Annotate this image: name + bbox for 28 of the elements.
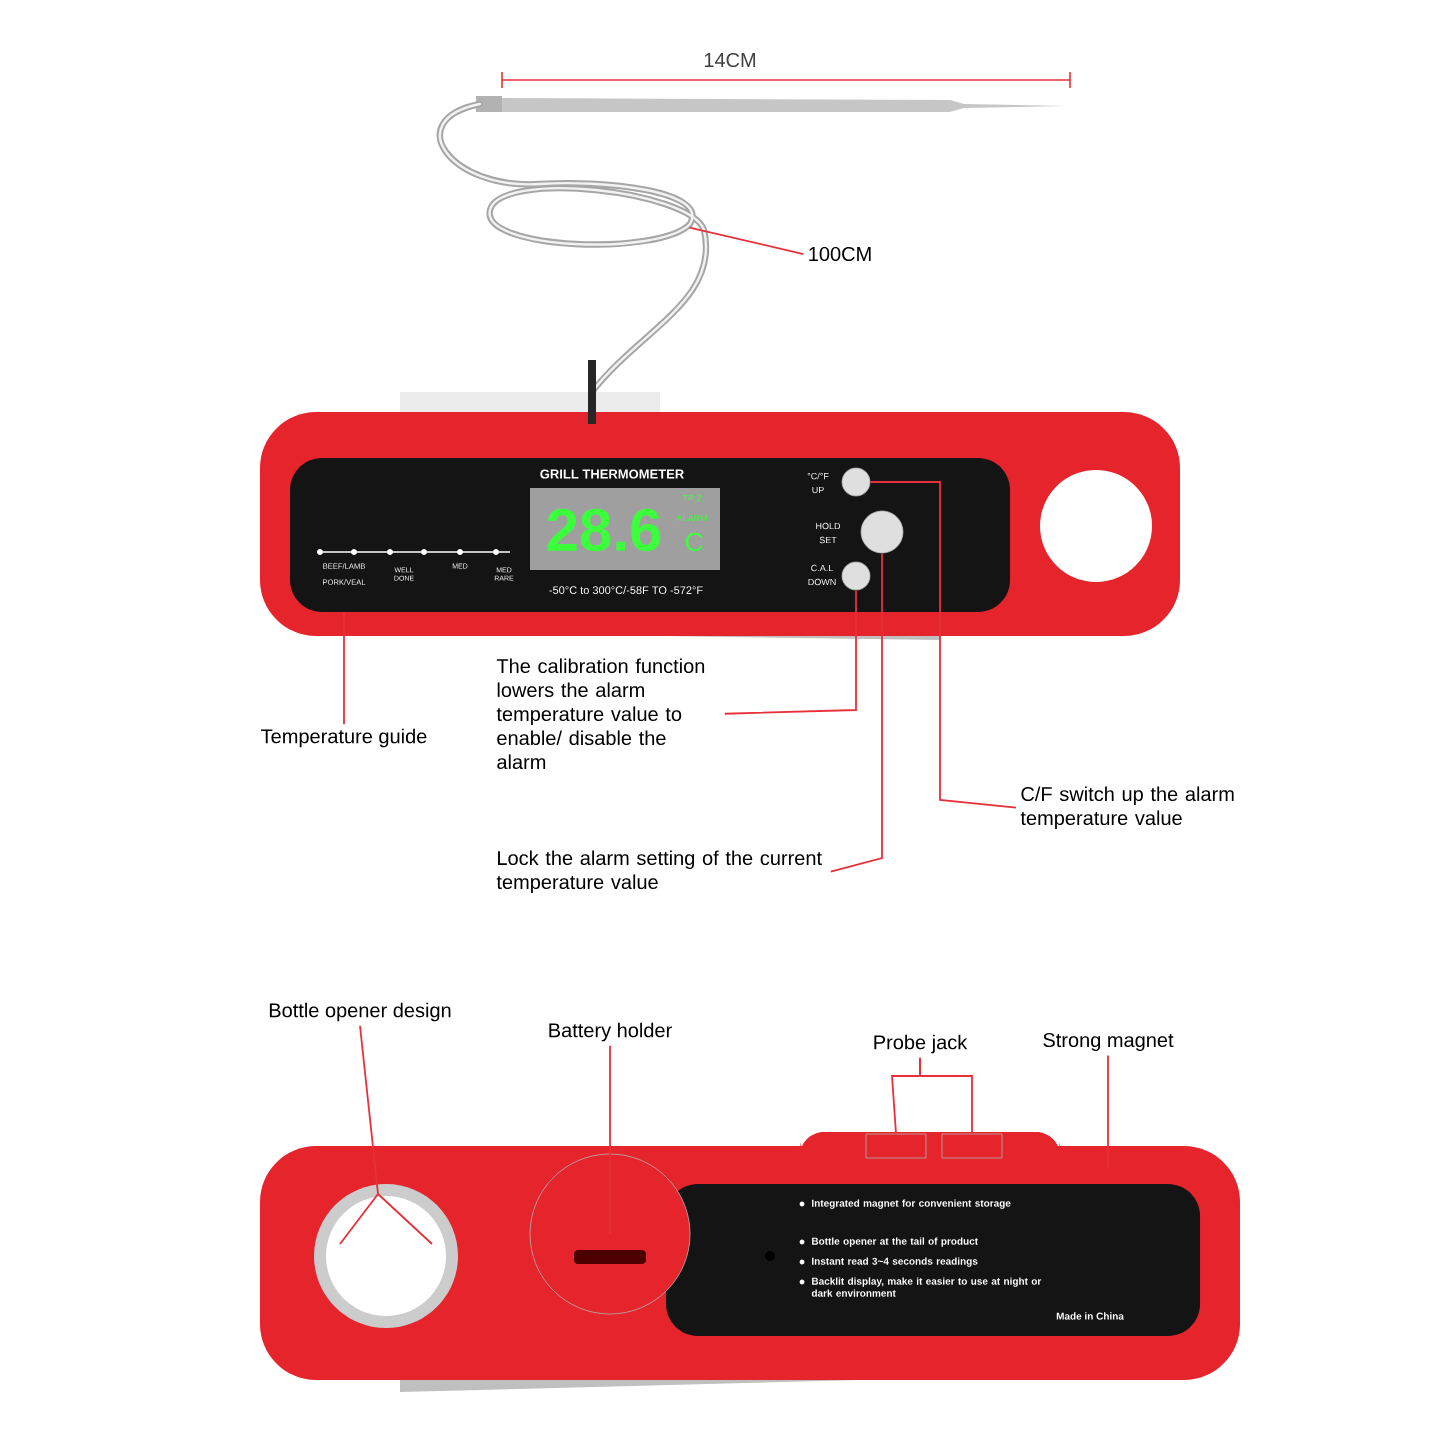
callout-text: Bottle opener design xyxy=(269,1002,451,1022)
dimension-label: 100CM xyxy=(809,246,871,262)
dimension-label: 14CM xyxy=(704,52,756,68)
leader-line xyxy=(1107,1054,1109,1169)
leader-line xyxy=(343,611,345,726)
leader-line xyxy=(919,1056,973,1135)
callout-text: The calibration function lowers the alarm temperature value to enable/ disable the alarm xyxy=(496,658,705,770)
callout-text: Strong magnet xyxy=(1043,1032,1174,1052)
temperature-reading: 28.6 xyxy=(547,508,661,552)
probe-drawing xyxy=(436,100,710,424)
callout-text: Temperature guide xyxy=(261,728,427,748)
leader-line xyxy=(723,589,857,715)
callout-text: C/F switch up the alarm temperature value xyxy=(1020,786,1234,830)
leader-line xyxy=(688,226,805,255)
leader-line xyxy=(869,481,1017,809)
button xyxy=(841,467,871,497)
battery-cover xyxy=(529,1153,691,1315)
callout-text: Probe jack xyxy=(874,1034,968,1054)
leader-line xyxy=(339,1024,433,1245)
callout-text: Battery holder xyxy=(549,1022,672,1042)
leader-line xyxy=(609,1044,611,1235)
callout-text: Lock the alarm setting of the current temperature value xyxy=(496,850,822,894)
leader-line xyxy=(829,552,883,873)
button xyxy=(860,510,904,554)
button xyxy=(841,561,871,591)
probe-jack xyxy=(865,1133,927,1159)
unit-label: C xyxy=(685,532,703,552)
probe-jack xyxy=(941,1133,1003,1159)
